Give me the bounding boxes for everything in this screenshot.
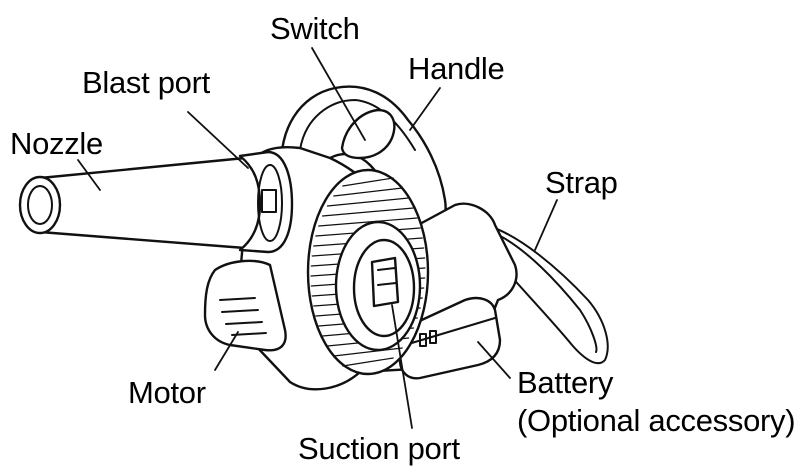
motor bbox=[203, 259, 287, 352]
fan-stripe bbox=[318, 217, 418, 227]
label-battery: Battery bbox=[517, 365, 614, 400]
fan-stripe bbox=[342, 177, 394, 187]
battery bbox=[398, 296, 502, 380]
label-suction-port: Suction port bbox=[298, 431, 460, 466]
label-handle: Handle bbox=[408, 51, 505, 86]
suction-port-grille bbox=[370, 256, 400, 308]
label-blast-port: Blast port bbox=[82, 65, 210, 100]
fan-stripe bbox=[326, 197, 410, 207]
fan-stripe bbox=[342, 357, 394, 367]
label-battery-note: (Optional accessory) bbox=[517, 403, 796, 438]
nozzle bbox=[38, 156, 270, 250]
strap bbox=[485, 224, 609, 365]
fan-stripe bbox=[333, 347, 403, 357]
label-strap: Strap bbox=[545, 165, 618, 200]
nozzle-opening bbox=[18, 175, 62, 235]
label-switch: Switch bbox=[270, 11, 360, 46]
label-motor: Motor bbox=[128, 375, 206, 410]
fan-stripe bbox=[321, 207, 415, 217]
label-nozzle: Nozzle bbox=[10, 126, 103, 161]
fan-stripe bbox=[333, 187, 403, 197]
